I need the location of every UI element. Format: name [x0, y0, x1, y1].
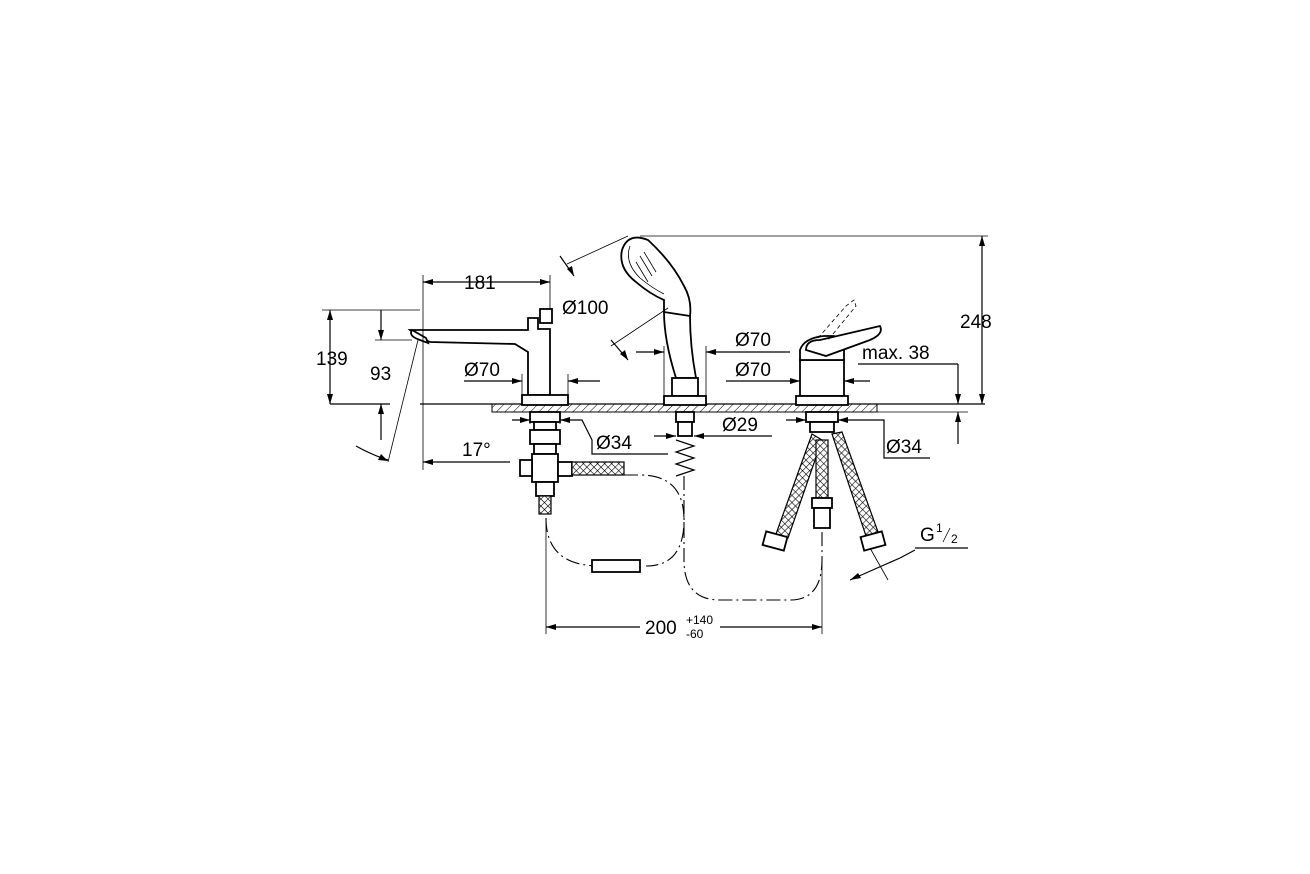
label-dia-70-mixer: Ø70 — [735, 360, 771, 381]
label-93: 93 — [370, 364, 391, 385]
dimension-lines — [322, 235, 988, 634]
label-dia-70-shower: Ø70 — [735, 330, 771, 351]
label-max-38: max. 38 — [862, 343, 930, 364]
label-17-deg: 17° — [462, 440, 491, 461]
label-200: 200 — [645, 618, 677, 639]
label-dia-70-spout: Ø70 — [464, 360, 500, 381]
label-181: 181 — [464, 273, 496, 294]
label-200-minus: -60 — [686, 627, 704, 641]
label-thread-g: G — [920, 525, 935, 546]
label-dia-34-mixer: Ø34 — [886, 437, 922, 458]
label-thread-numerator: 1 — [936, 521, 943, 535]
hose-path — [545, 474, 823, 601]
label-200-plus: +140 — [686, 613, 713, 627]
single-lever-mixer — [761, 299, 887, 552]
deck-plate — [330, 403, 985, 413]
label-dia-29: Ø29 — [722, 415, 758, 436]
handshower — [620, 236, 707, 477]
label-248: 248 — [960, 312, 992, 333]
label-dia-100: Ø100 — [562, 298, 608, 319]
label-dia-34-spout: Ø34 — [596, 433, 632, 454]
label-139: 139 — [316, 349, 348, 370]
label-thread-denominator: 2 — [951, 532, 958, 546]
